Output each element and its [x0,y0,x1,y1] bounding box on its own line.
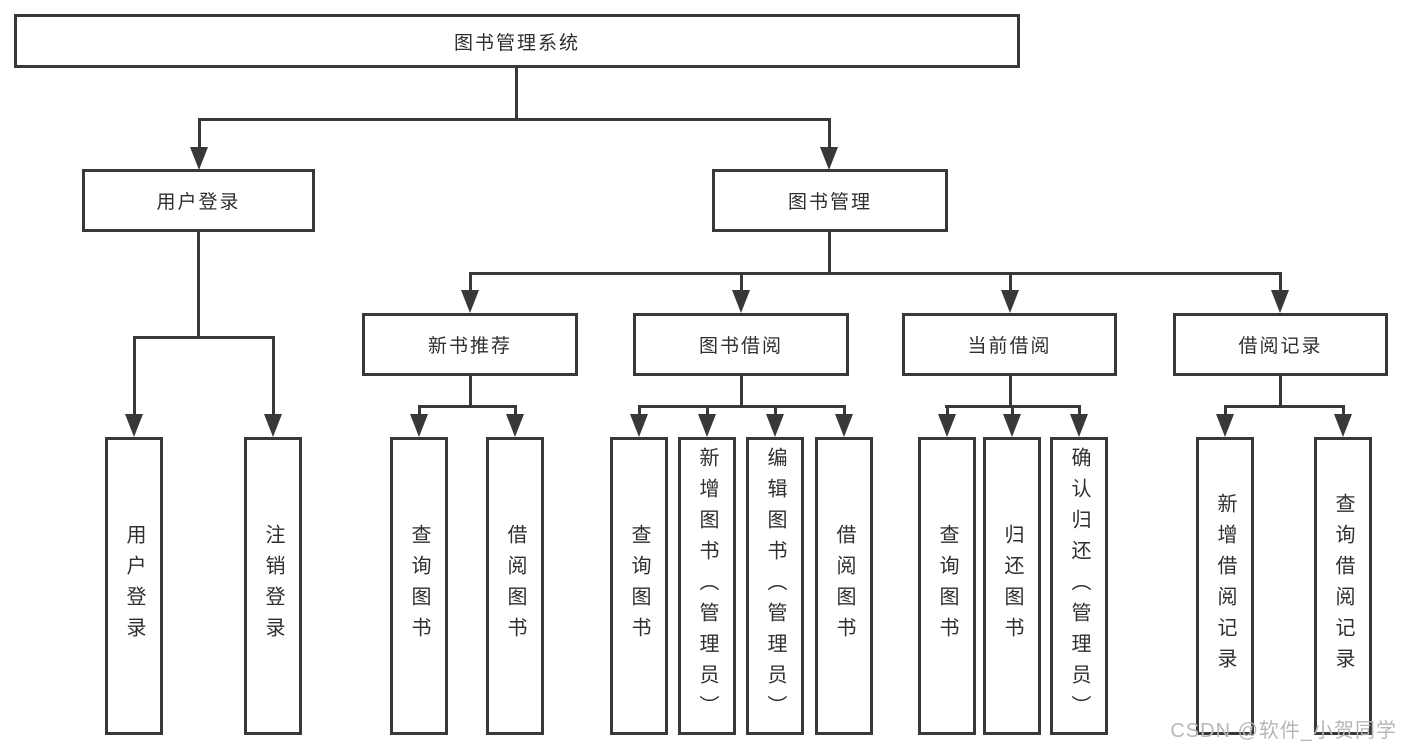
connector-drop-line [774,405,777,415]
connector-stub [1279,375,1282,407]
arrowhead-icon [938,414,956,437]
node-confirm-return-admin: 确认归还（管理员） [1050,437,1108,735]
node-borrowing-records: 借阅记录 [1173,313,1388,376]
connector-drop-line [828,118,831,148]
connector-drop-line [1279,272,1282,291]
node-label: 图书管理 [787,192,872,213]
connector-drop-line [1078,405,1081,415]
arrowhead-icon [506,414,524,437]
arrowhead-icon [820,147,838,170]
arrowhead-icon [630,414,648,437]
arrowhead-icon [410,414,428,437]
node-label: 用户登录 [156,192,241,213]
node-add-books-admin: 新增图书（管理员） [678,437,736,735]
connector-drop-line [469,272,472,291]
connector-book-mgmt-stub [828,232,831,274]
connector-drop-line [514,405,517,415]
node-library-management-system: 图书管理系统 [14,14,1020,68]
arrowhead-icon [264,414,282,437]
node-query-borrow-record: 查询借阅记录 [1314,437,1372,735]
connector-drop-line [1342,405,1345,415]
connector-rail [1224,405,1344,408]
node-label: 查询图书 [628,524,650,648]
node-label: 借阅图书 [833,524,855,648]
connector-user-login-rail [133,336,274,339]
arrowhead-icon [1271,290,1289,313]
arrowhead-icon [698,414,716,437]
node-logout: 注销登录 [244,437,302,735]
arrowhead-icon [835,414,853,437]
connector-user-login-stub [197,232,200,338]
node-label: 新书推荐 [427,336,512,357]
node-user-login-leaf: 用户登录 [105,437,163,735]
node-label: 查询图书 [408,524,430,648]
connector-drop-line [706,405,709,415]
node-borrow-books-recommend: 借阅图书 [486,437,544,735]
node-label: 查询图书 [936,524,958,648]
connector-stub [740,375,743,407]
node-book-management-branch: 图书管理 [712,169,948,232]
node-query-books-current: 查询图书 [918,437,976,735]
connector-root-stub [515,68,518,120]
node-query-books-recommend: 查询图书 [390,437,448,735]
node-label: 图书借阅 [698,336,783,357]
connector-drop-line [946,405,949,415]
connector-drop-line [1011,405,1014,415]
connector-drop-line [133,336,136,415]
node-label: 借阅记录 [1238,336,1323,357]
node-query-books-borrowing: 查询图书 [610,437,668,735]
arrowhead-icon [190,147,208,170]
arrowhead-icon [1070,414,1088,437]
connector-rail [418,405,516,408]
node-edit-books-admin: 编辑图书（管理员） [746,437,804,735]
arrowhead-icon [732,290,750,313]
node-return-books: 归还图书 [983,437,1041,735]
node-current-borrowing: 当前借阅 [902,313,1117,376]
connector-rail [638,405,845,408]
node-borrow-books: 借阅图书 [815,437,873,735]
node-label: 新增借阅记录 [1214,493,1236,679]
node-label: 归还图书 [1001,524,1023,648]
node-label: 用户登录 [123,524,145,648]
node-label: 查询借阅记录 [1332,493,1354,679]
node-label: 新增图书（管理员） [696,446,718,726]
arrowhead-icon [461,290,479,313]
connector-drop-line [198,118,201,148]
connector-drop-line [740,272,743,291]
connector-drop-line [1224,405,1227,415]
node-user-login-branch: 用户登录 [82,169,315,232]
connector-drop-line [638,405,641,415]
connector-stub [469,375,472,407]
node-label: 注销登录 [262,524,284,648]
node-book-borrowing: 图书借阅 [633,313,849,376]
arrowhead-icon [1334,414,1352,437]
arrowhead-icon [1001,290,1019,313]
node-label: 编辑图书（管理员） [764,446,786,726]
arrowhead-icon [1003,414,1021,437]
arrowhead-icon [1216,414,1234,437]
connector-level2-rail [198,118,831,121]
arrowhead-icon [125,414,143,437]
csdn-watermark: CSDN @软件_小贺同学 [1170,720,1397,742]
node-new-book-recommendation: 新书推荐 [362,313,578,376]
node-add-borrow-record: 新增借阅记录 [1196,437,1254,735]
arrowhead-icon [766,414,784,437]
node-label: 当前借阅 [967,336,1052,357]
connector-drop-line [418,405,421,415]
connector-stub [1009,375,1012,407]
node-label: 图书管理系统 [453,32,580,54]
node-label: 确认归还（管理员） [1068,446,1090,726]
connector-drop-line [272,336,275,415]
connector-level3-rail [469,272,1281,275]
connector-drop-line [843,405,846,415]
node-label: 借阅图书 [504,524,526,648]
connector-drop-line [1009,272,1012,291]
